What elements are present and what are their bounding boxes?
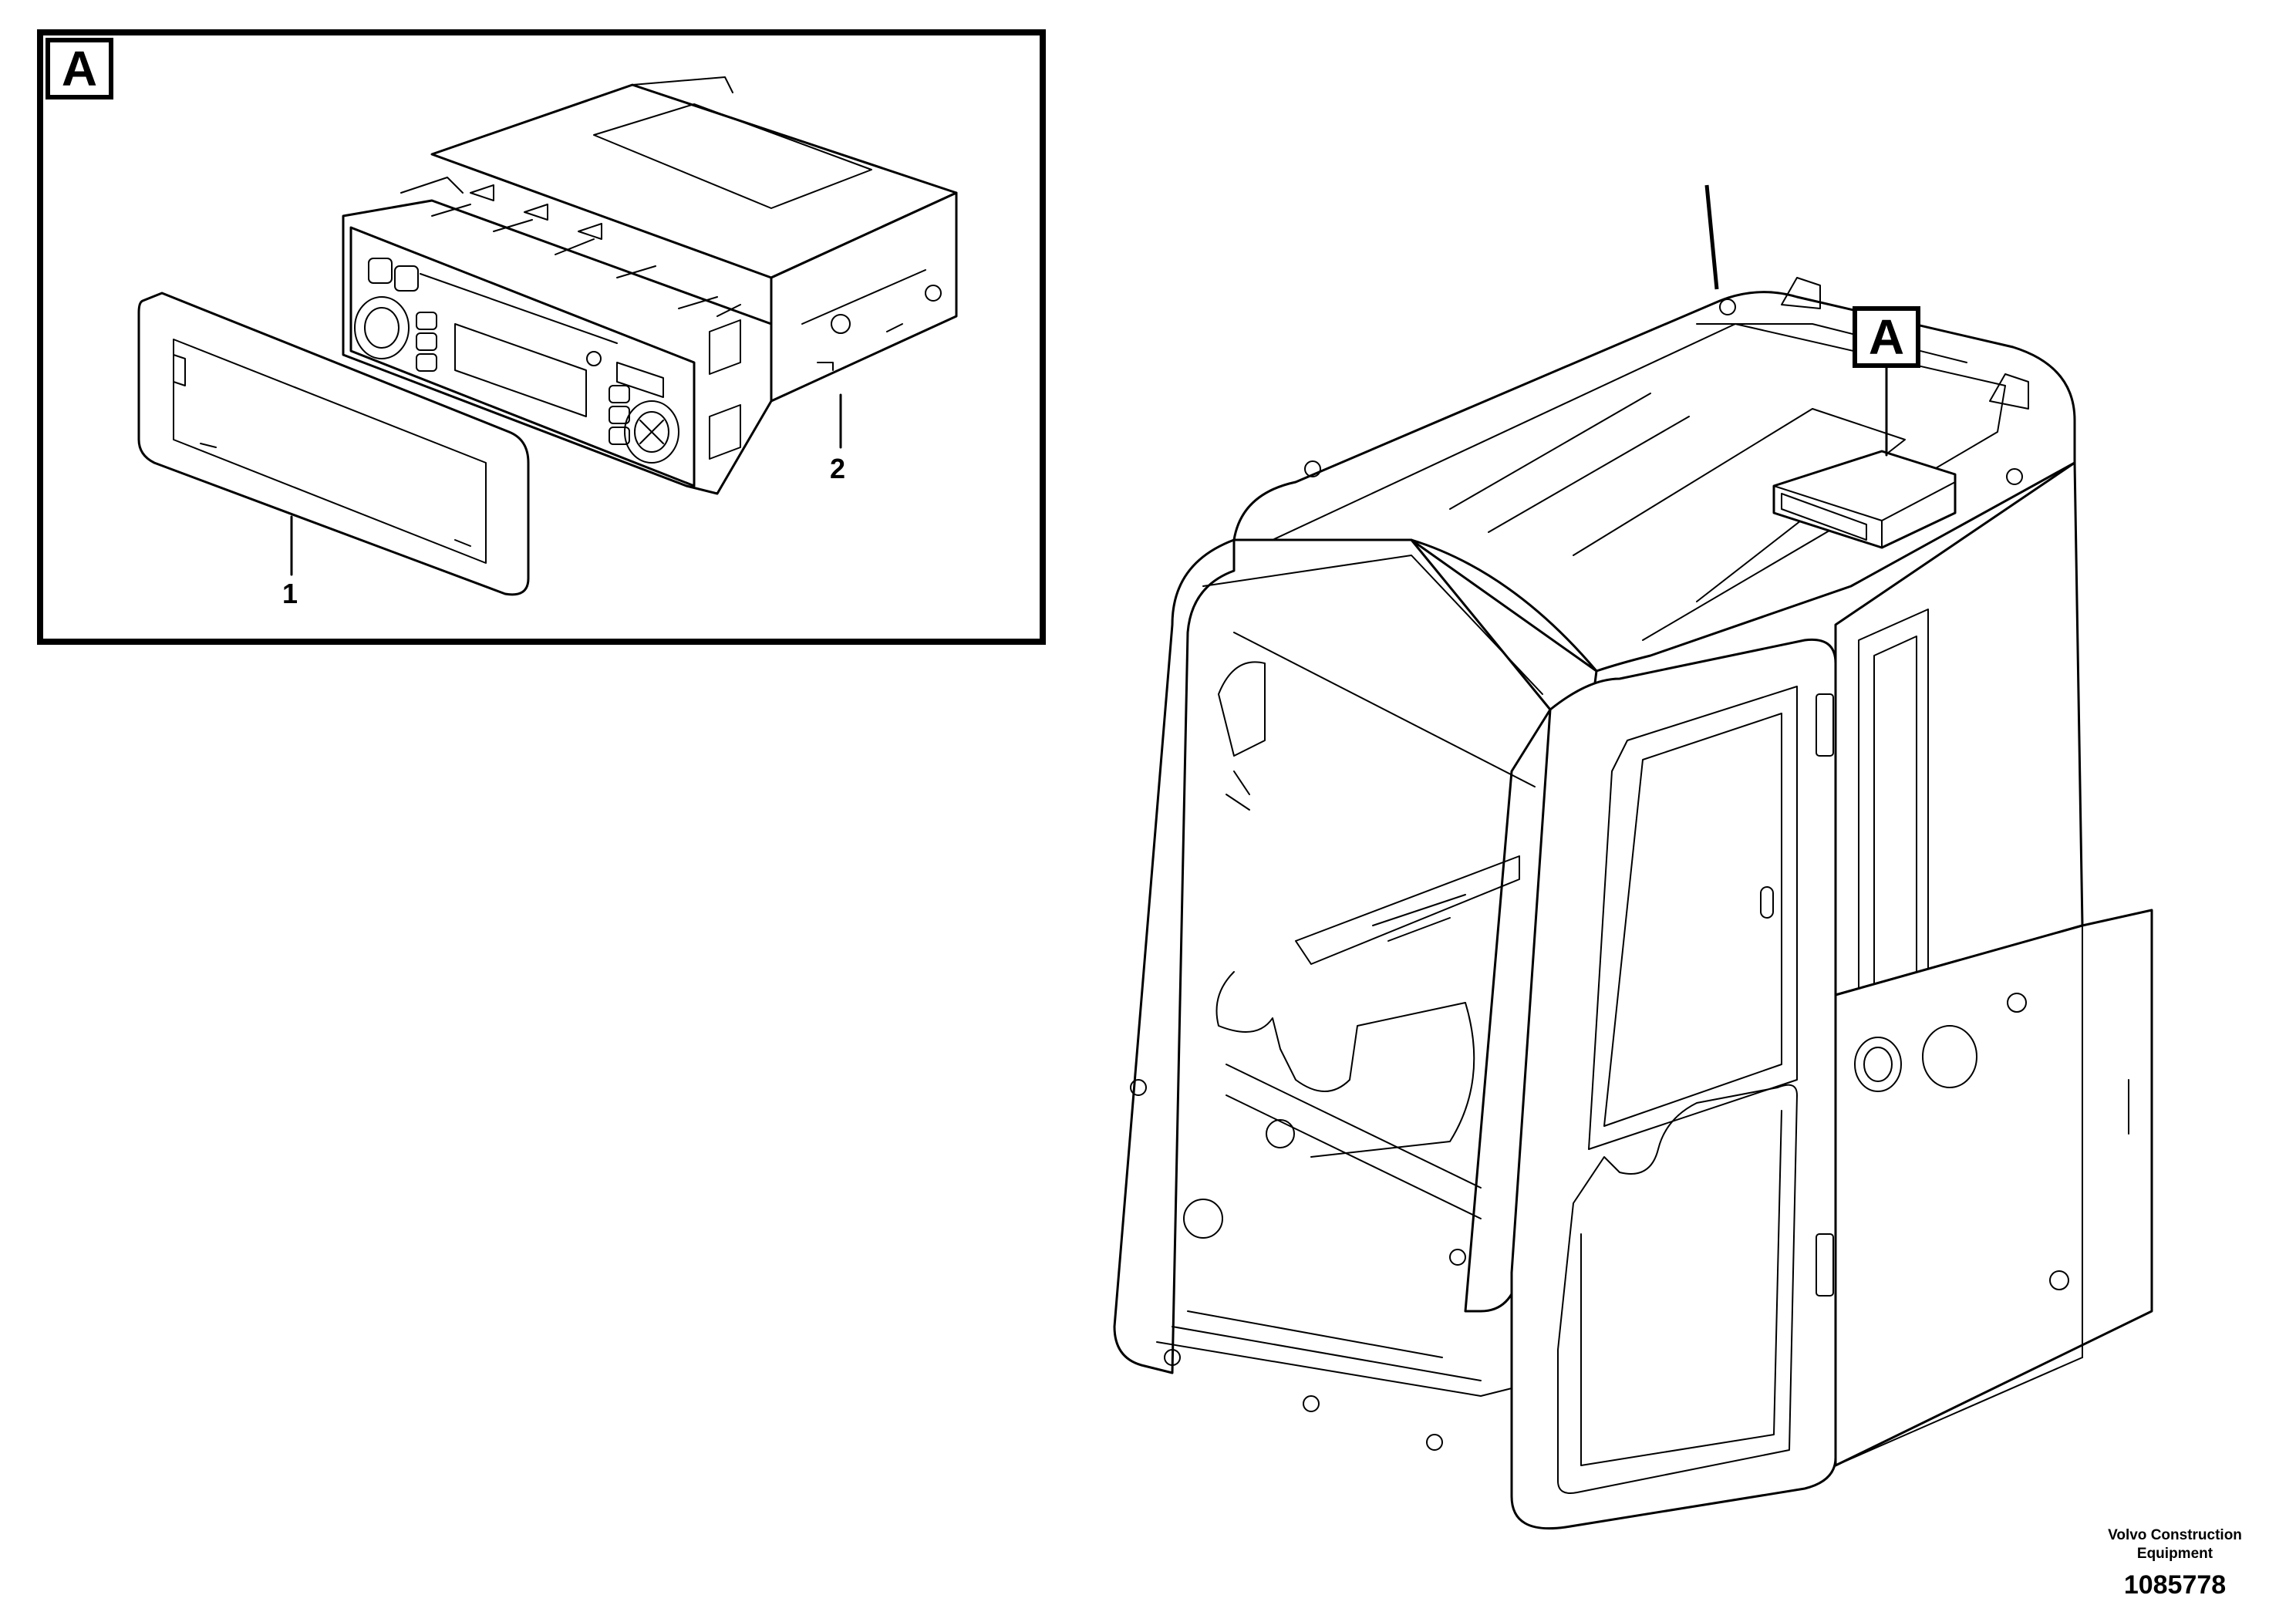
item-number-2: 2 [830, 453, 846, 484]
detail-view-a [37, 29, 1046, 645]
radio-unit [342, 76, 958, 495]
radio-on-roof [1772, 450, 1957, 549]
company-name-line1: Volvo Construction [2108, 1527, 2242, 1543]
drawing-number: 1085778 [2123, 1570, 2227, 1600]
detail-frame [37, 29, 1046, 645]
bezel-frame [137, 292, 530, 596]
roof-label-box [1853, 306, 1920, 368]
company-name-line2: Equipment [2136, 1546, 2213, 1562]
antenna [1704, 184, 1719, 290]
item-number-1: 1 [282, 578, 298, 609]
detail-label-box [46, 38, 113, 99]
cab-assembly [1113, 184, 2153, 1530]
detail-view-label: A [61, 41, 98, 96]
roof-detail-reference-label: A [1868, 309, 1905, 365]
